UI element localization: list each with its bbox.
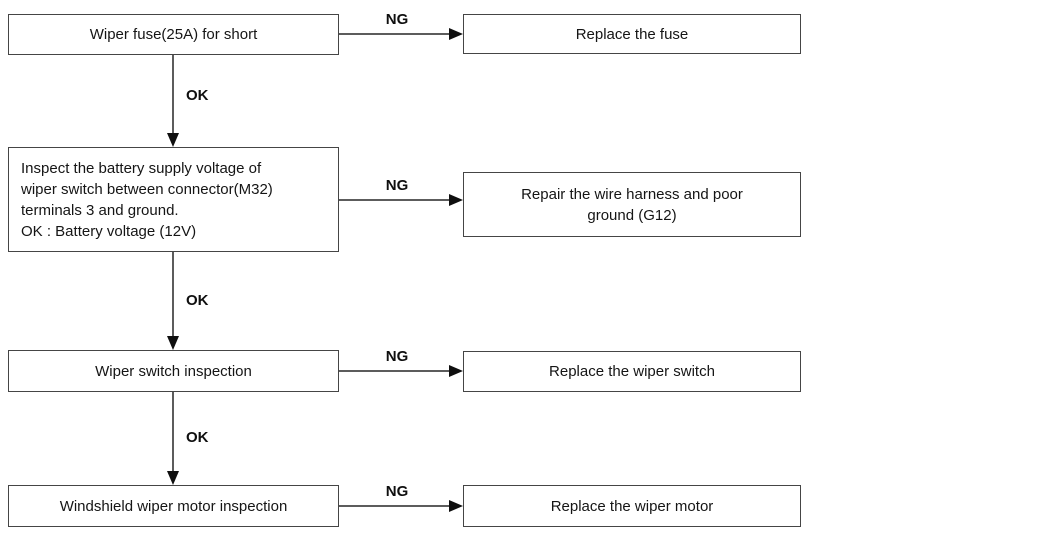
step-box-wiper-fuse: Wiper fuse(25A) for short — [8, 14, 339, 55]
ng-connector-3 — [339, 370, 450, 372]
ok-label-1: OK — [186, 87, 209, 104]
ok-label-2: OK — [186, 292, 209, 309]
arrow-right-icon — [449, 28, 463, 40]
ok-label-3: OK — [186, 429, 209, 446]
arrow-down-icon — [167, 133, 179, 147]
ng-label-2: NG — [385, 177, 409, 194]
result-box-replace-motor: Replace the wiper motor — [463, 485, 801, 527]
ng-label-3: NG — [385, 348, 409, 365]
ok-connector-1 — [172, 55, 174, 136]
step-box-wiper-switch: Wiper switch inspection — [8, 350, 339, 392]
result-box-replace-switch: Replace the wiper switch — [463, 351, 801, 392]
arrow-right-icon — [449, 500, 463, 512]
arrow-down-icon — [167, 336, 179, 350]
ng-label-1: NG — [385, 11, 409, 28]
step-box-battery-voltage: Inspect the battery supply voltage of wi… — [8, 147, 339, 252]
ok-connector-3 — [172, 392, 174, 472]
step-box-wiper-motor: Windshield wiper motor inspection — [8, 485, 339, 527]
arrow-down-icon — [167, 471, 179, 485]
ng-connector-4 — [339, 505, 450, 507]
ng-connector-2 — [339, 199, 450, 201]
result-box-replace-fuse: Replace the fuse — [463, 14, 801, 54]
ng-connector-1 — [339, 33, 450, 35]
ok-connector-2 — [172, 252, 174, 337]
arrow-right-icon — [449, 194, 463, 206]
result-box-repair-harness: Repair the wire harness and poor ground … — [463, 172, 801, 237]
arrow-right-icon — [449, 365, 463, 377]
ng-label-4: NG — [385, 483, 409, 500]
